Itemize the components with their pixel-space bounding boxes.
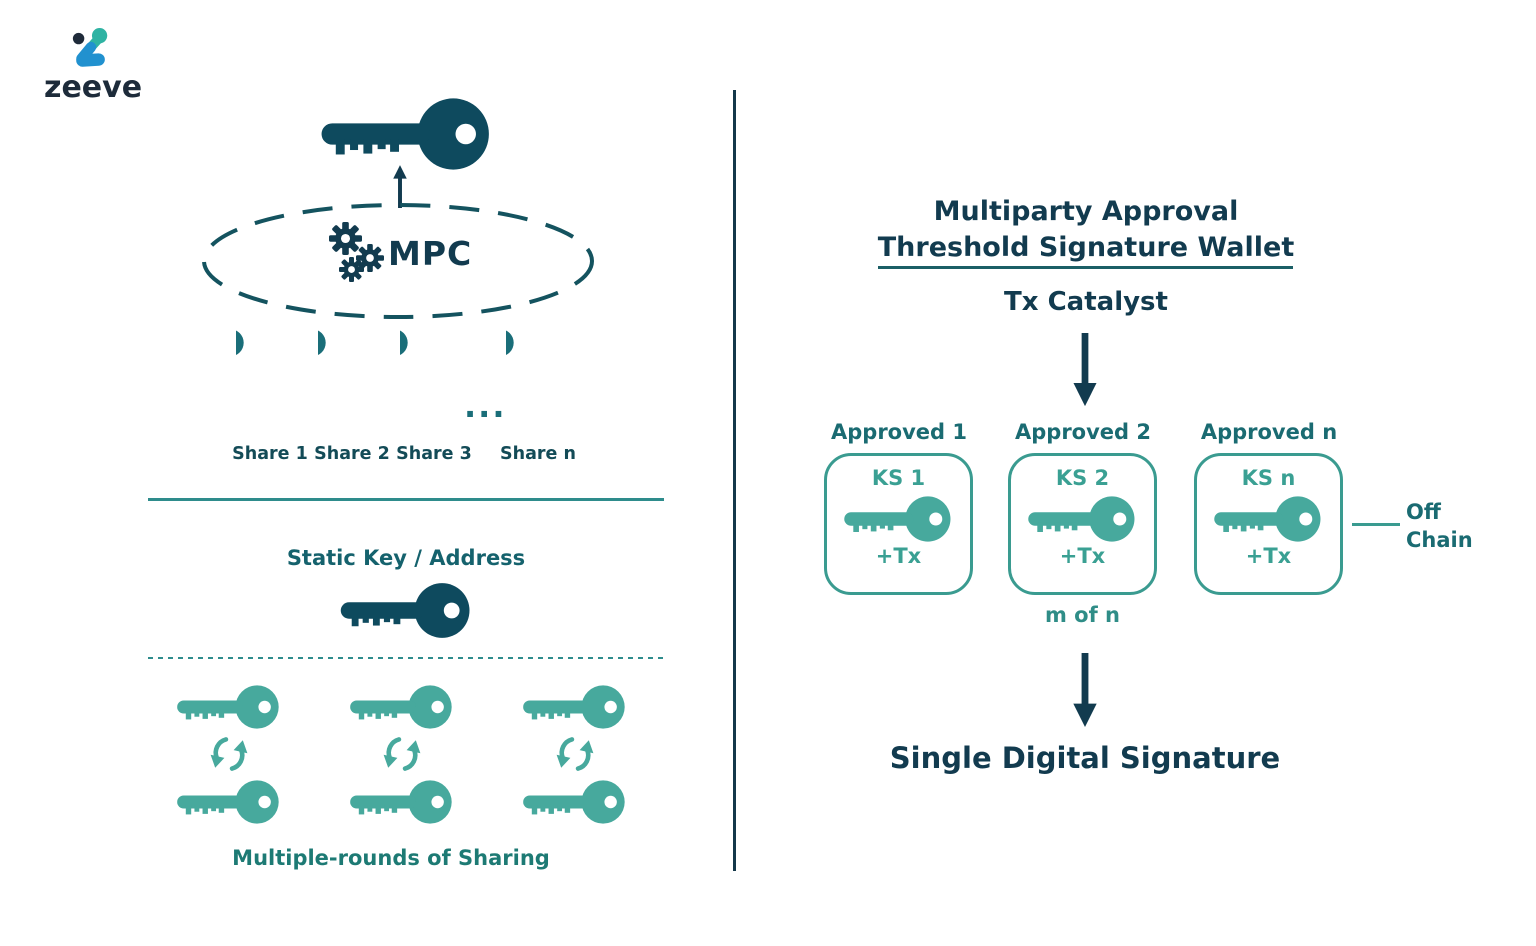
tx-2-label: +Tx xyxy=(1059,544,1106,568)
pair2-cycle-arrows-icon xyxy=(379,731,425,777)
tx-1-label: +Tx xyxy=(875,544,922,568)
approved-n-label: Approved n xyxy=(1200,420,1338,444)
approved-2-label: Approved 2 xyxy=(1015,420,1151,444)
dashed-separator-line xyxy=(148,657,664,659)
keyshare-n-label: KS n xyxy=(1241,466,1296,490)
pair3-cycle-arrows-icon xyxy=(552,731,598,777)
keyshare-1-key-icon xyxy=(842,493,955,545)
off-chain-label: Off Chain xyxy=(1406,498,1473,554)
share-ellipsis: ... xyxy=(464,387,507,425)
static-key-label: Static Key / Address xyxy=(286,546,526,570)
pair3-bottom-key-icon xyxy=(521,777,629,827)
zeeve-logo-icon xyxy=(70,28,112,72)
panel-divider xyxy=(733,90,736,871)
share-label-1: Share 1 xyxy=(232,444,308,464)
master-key-icon xyxy=(318,93,496,175)
pair2-bottom-key-icon xyxy=(348,777,456,827)
title-line-2: Threshold Signature Wallet xyxy=(877,232,1295,263)
multi-round-label: Multiple-rounds of Sharing xyxy=(232,846,550,870)
pair1-top-key-icon xyxy=(175,682,283,732)
separator-line xyxy=(148,498,664,501)
off-chain-connector-line xyxy=(1352,523,1400,526)
tx-n-label: +Tx xyxy=(1245,544,1292,568)
tx-catalyst-label: Tx Catalyst xyxy=(1004,287,1168,317)
down-arrow-2-icon xyxy=(1071,653,1099,729)
right-title: Multiparty Approval Threshold Signature … xyxy=(838,194,1334,266)
share-label-3: Share 3 xyxy=(396,444,472,464)
approved-1-label: Approved 1 xyxy=(831,420,967,444)
mpc-label: MPC xyxy=(388,234,473,273)
keyshare-1-label: KS 1 xyxy=(871,466,926,490)
gear-small-icon xyxy=(339,257,364,282)
pair2-top-key-icon xyxy=(348,682,456,732)
down-arrow-1-icon xyxy=(1071,333,1099,408)
approval-box-1: KS 1 +Tx xyxy=(824,453,973,595)
title-line-1: Multiparty Approval xyxy=(933,196,1239,227)
off-chain-line-1: Off xyxy=(1406,500,1441,524)
approval-box-2: KS 2 +Tx xyxy=(1008,453,1157,595)
approval-box-n: KS n +Tx xyxy=(1194,453,1343,595)
pair3-top-key-icon xyxy=(521,682,629,732)
brand-wordmark: zeeve xyxy=(44,70,143,105)
mpc-ellipse xyxy=(202,203,594,319)
off-chain-line-2: Chain xyxy=(1406,528,1473,552)
m-of-n-label: m of n xyxy=(1044,603,1121,627)
result-label: Single Digital Signature xyxy=(889,741,1281,775)
title-underline xyxy=(878,266,1293,269)
pair1-cycle-arrows-icon xyxy=(206,731,252,777)
pair1-bottom-key-icon xyxy=(175,777,283,827)
keyshare-2-key-icon xyxy=(1026,493,1139,545)
static-key-icon xyxy=(338,579,475,642)
share-label-n: Share n xyxy=(500,444,576,464)
share-label-2: Share 2 xyxy=(314,444,390,464)
keyshare-2-label: KS 2 xyxy=(1055,466,1110,490)
keyshare-n-key-icon xyxy=(1212,493,1325,545)
